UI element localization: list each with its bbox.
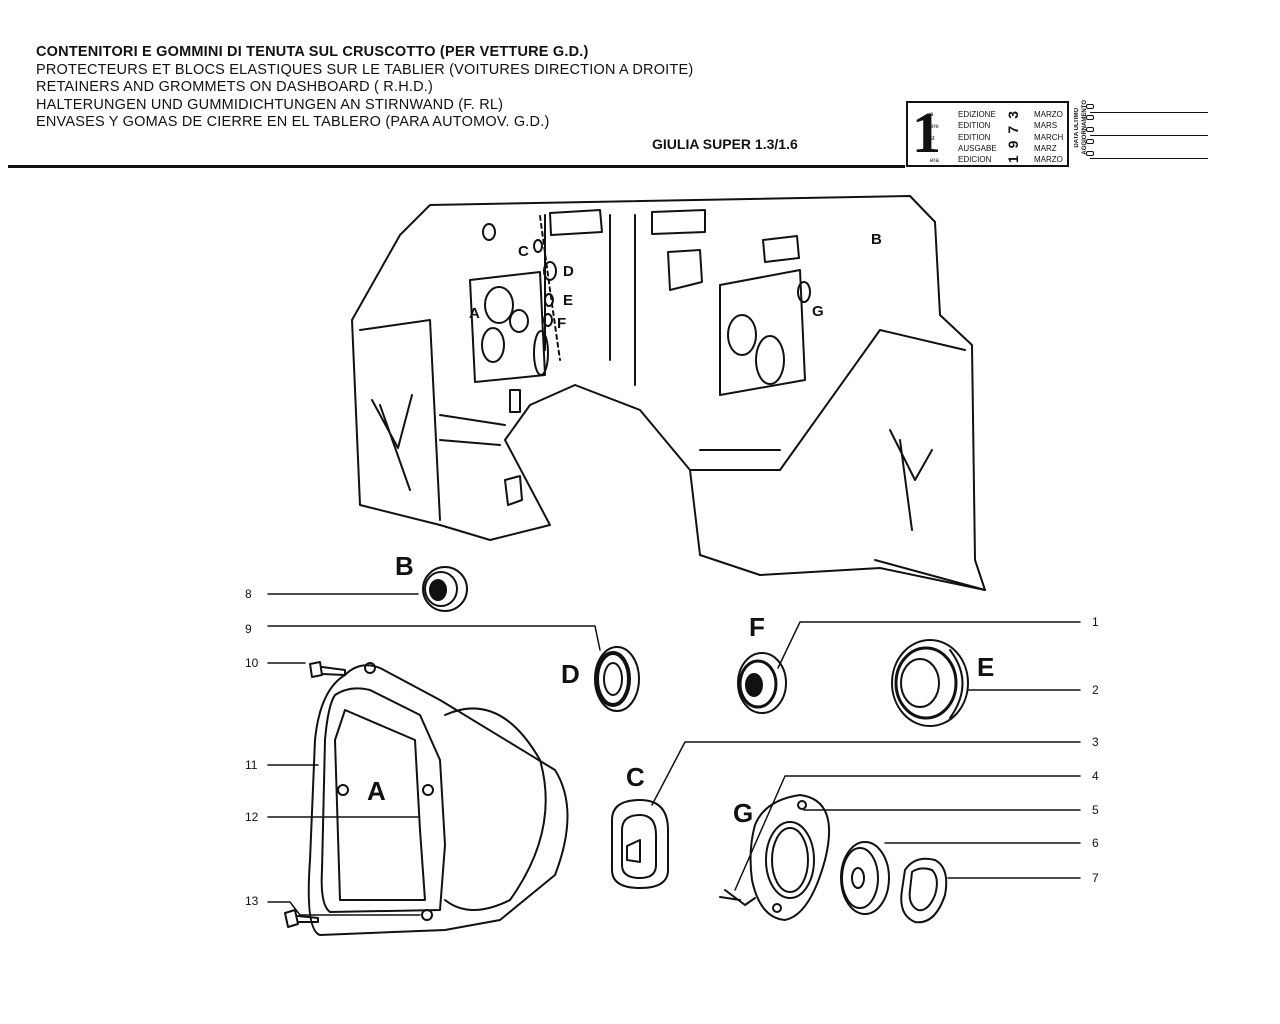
update-tick — [1086, 115, 1094, 120]
part-letter-b: B — [395, 551, 414, 581]
title-german: HALTERUNGEN UND GUMMIDICHTUNGEN AN STIRN… — [36, 96, 504, 113]
edition-month: MARCH — [1034, 133, 1064, 142]
part-number: 11 — [245, 758, 258, 772]
part-letter-a: A — [367, 776, 386, 806]
edition-ordinal: st — [930, 136, 935, 142]
part-e-grommet-drawing — [891, 639, 969, 727]
title-italian: CONTENITORI E GOMMINI DI TENUTA SUL CRUS… — [36, 44, 589, 60]
model-name: GIULIA SUPER 1.3/1.6 — [652, 136, 798, 152]
part-f-grommet-drawing — [737, 652, 787, 714]
edition-ordinal: . — [930, 147, 932, 153]
edition-month: MARS — [1034, 121, 1058, 130]
dash-label-f: F — [557, 315, 566, 332]
part-6-plug-drawing — [840, 841, 890, 915]
edition-language: EDITION — [958, 121, 991, 130]
dash-label-d: D — [563, 263, 574, 280]
update-tick — [1086, 139, 1094, 144]
edition-ordinal: a — [930, 112, 934, 118]
update-tick — [1086, 151, 1094, 156]
leader-lines — [267, 593, 1081, 916]
edition-language: EDICION — [958, 155, 992, 164]
update-line — [1090, 112, 1208, 113]
update-tick — [1086, 127, 1094, 132]
part-number: 12 — [245, 810, 259, 824]
header-rule — [8, 165, 905, 168]
title-spanish: ENVASES Y GOMAS DE CIERRE EN EL TABLERO … — [36, 114, 550, 130]
part-g-retainer-drawing — [719, 794, 831, 921]
part-number: 8 — [245, 587, 252, 601]
dash-label-b: B — [871, 231, 882, 248]
part-letter-d: D — [561, 659, 580, 689]
part-number: 2 — [1092, 683, 1099, 697]
update-line — [1090, 135, 1208, 136]
screw-13-drawing — [284, 909, 319, 928]
part-a-housing-drawing — [307, 662, 569, 936]
edition-ordinal: ere — [930, 124, 939, 130]
edition-language: EDITION — [958, 133, 991, 142]
title-french: PROTECTEURS ET BLOCS ELASTIQUES SUR LE T… — [36, 61, 694, 78]
dashboard-panel-drawing — [351, 195, 986, 591]
dash-label-g: G — [812, 303, 824, 320]
part-d-grommet-drawing — [594, 646, 640, 712]
edition-number: 1 — [912, 100, 941, 165]
part-number: 5 — [1092, 803, 1099, 817]
part-number: 13 — [245, 894, 259, 908]
part-b-grommet-drawing — [422, 566, 468, 612]
part-number: 9 — [245, 622, 252, 636]
title-english: RETAINERS AND GROMMETS ON DASHBOARD ( R.… — [36, 79, 434, 95]
part-number: 6 — [1092, 836, 1099, 850]
dash-label-c: C — [518, 243, 529, 260]
update-line — [1090, 158, 1208, 159]
part-c-cover-drawing — [611, 799, 669, 889]
part-number: 7 — [1092, 871, 1099, 885]
edition-box — [906, 101, 1069, 167]
update-tick — [1086, 104, 1094, 109]
edition-month: MARZO — [1034, 155, 1063, 164]
part-letter-e: E — [977, 652, 994, 682]
part-7-seal-drawing — [900, 857, 948, 924]
dash-label-a: A — [469, 305, 480, 322]
part-number: 4 — [1092, 769, 1099, 783]
part-letter-f: F — [749, 612, 765, 642]
edition-language: EDIZIONE — [958, 110, 996, 119]
part-number: 10 — [245, 656, 259, 670]
edition-month: MARZ — [1034, 144, 1057, 153]
header-title-block: CONTENITORI E GOMMINI DI TENUTA SUL CRUS… — [36, 44, 736, 132]
part-number: 3 — [1092, 735, 1099, 749]
part-letter-g: G — [733, 798, 753, 828]
edition-month: MARZO — [1034, 110, 1063, 119]
screw-10-drawing — [309, 661, 346, 678]
dash-label-e: E — [563, 292, 573, 309]
edition-ordinal: era — [930, 158, 939, 164]
edition-language: AUSGABE — [958, 144, 997, 153]
part-letter-c: C — [626, 762, 645, 792]
part-number: 1 — [1092, 615, 1099, 629]
